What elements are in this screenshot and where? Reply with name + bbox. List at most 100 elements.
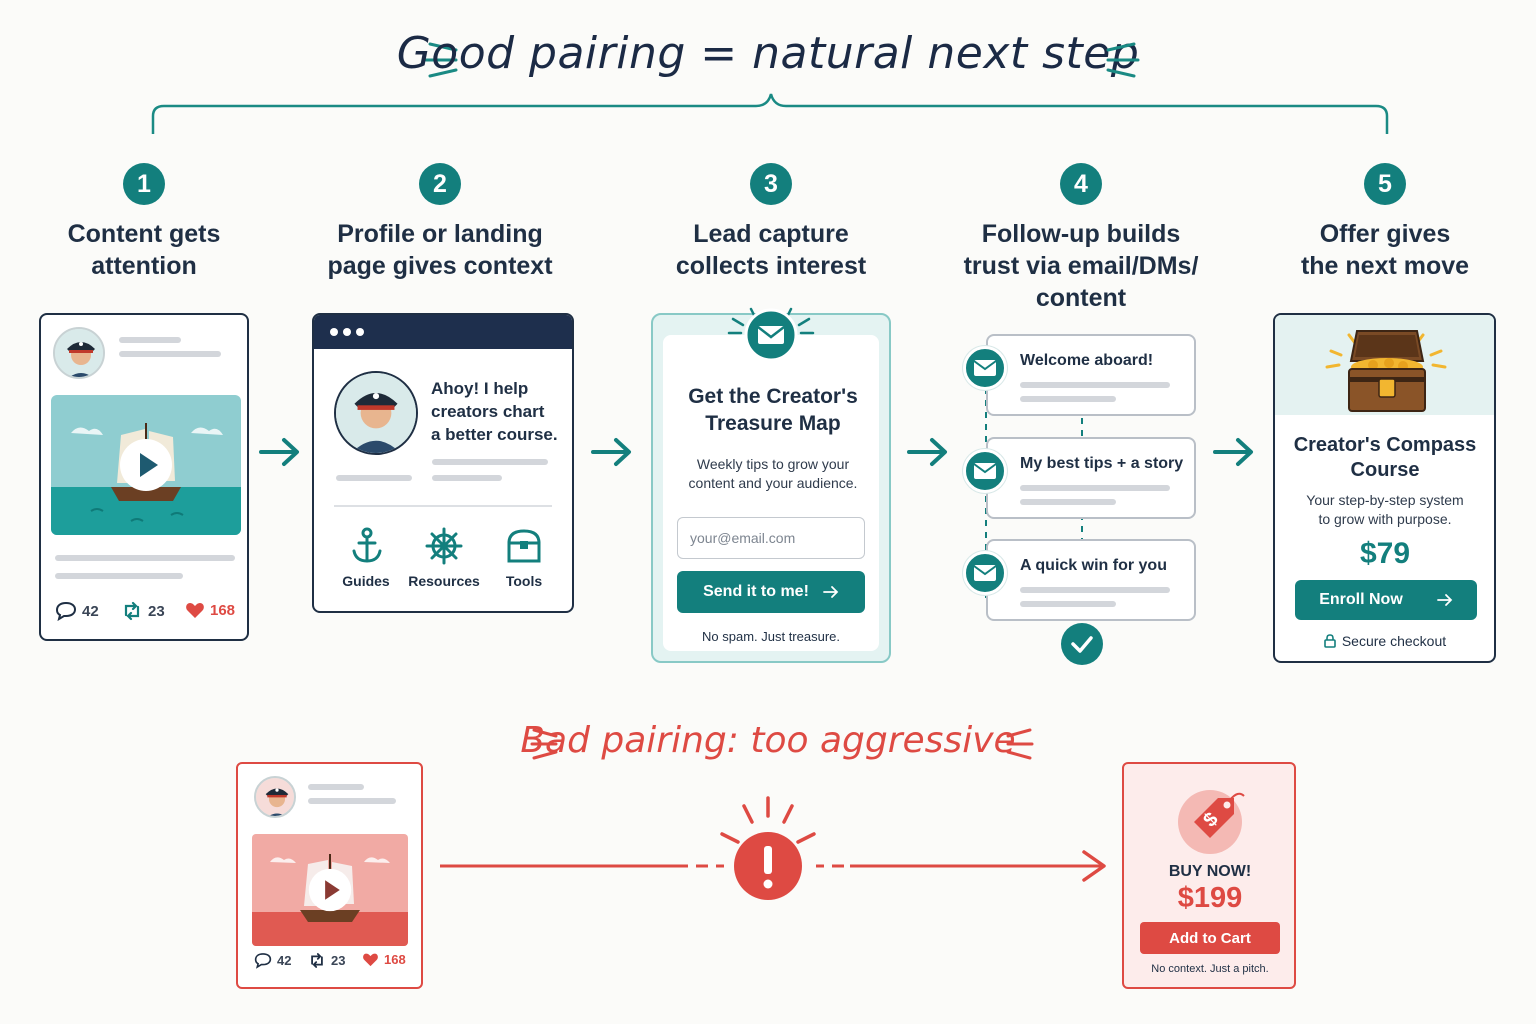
lead-title: Get the Creator's Treasure Map <box>688 385 858 435</box>
video-thumbnail[interactable] <box>51 395 241 535</box>
bad-title-right-sparkle-icon <box>1006 728 1034 760</box>
comment-count[interactable]: 42 <box>55 601 99 621</box>
pirate-avatar-icon <box>55 329 103 377</box>
treasure-chest-icon <box>507 529 541 563</box>
like-count-value: 168 <box>384 952 406 967</box>
play-button-icon[interactable] <box>119 438 173 492</box>
like-count[interactable]: 168 <box>185 601 235 619</box>
post-meta-line <box>119 351 221 357</box>
send-it-button-label: Send it to me! <box>703 583 809 600</box>
post-caption-line <box>55 573 183 579</box>
followup-email-card[interactable]: Welcome aboard! <box>986 334 1196 416</box>
bad-pairing-title: Bad pairing: too aggressive <box>520 720 1016 761</box>
treasure-chest-icon <box>1325 330 1447 412</box>
envelope-icon <box>963 551 1007 595</box>
step-4-number: 4 <box>1060 163 1102 205</box>
profile-line <box>432 459 548 465</box>
step-2-label: Profile or landing page gives context <box>327 220 553 280</box>
divider <box>334 505 552 507</box>
profile-avatar <box>334 371 418 455</box>
step-1-label: Content gets attention <box>67 220 221 280</box>
link-label-resources: Resources <box>408 573 480 589</box>
no-context-note: No context. Just a pitch. <box>1151 963 1269 975</box>
ship-wheel-icon <box>425 527 463 565</box>
like-count[interactable]: 168 <box>362 952 406 967</box>
like-count-value: 168 <box>210 601 236 619</box>
offer-price: $79 <box>1359 537 1411 570</box>
repost-icon <box>311 953 323 968</box>
arrow-right-icon <box>822 586 839 598</box>
avatar <box>53 327 105 379</box>
comment-count[interactable]: 42 <box>254 952 291 969</box>
social-post-card: 42 23 168 <box>39 313 249 641</box>
flow-brace <box>151 93 1389 134</box>
lead-subtitle: Weekly tips to grow your content and you… <box>688 456 858 491</box>
comment-icon <box>55 601 77 621</box>
title-right-sparkle-icon <box>1106 42 1140 78</box>
pirate-avatar-icon <box>336 373 416 453</box>
flow-arrow-icon <box>591 438 631 466</box>
lead-capture-card: Get the Creator's Treasure Map Weekly ti… <box>651 307 891 663</box>
email-field[interactable] <box>677 517 865 559</box>
step-5-label: Offer gives the next move <box>1300 220 1470 280</box>
bad-offer-price: $199 <box>1177 882 1243 914</box>
buy-now-label: BUY NOW! <box>1168 863 1252 880</box>
send-it-button[interactable]: Send it to me! <box>677 571 865 613</box>
bad-social-post-card: 42 23 168 <box>236 762 423 989</box>
profile-line <box>336 475 412 481</box>
play-button-icon[interactable] <box>308 868 352 912</box>
post-author-line <box>119 337 181 343</box>
profile-link-resources[interactable]: Resources <box>404 525 484 595</box>
checkmark-icon <box>1061 623 1103 665</box>
step-3-number: 3 <box>750 163 792 205</box>
secure-checkout-label: Secure checkout <box>1341 633 1447 649</box>
profile-link-tools[interactable]: Tools <box>484 525 564 595</box>
step-3-label: Lead capture collects interest <box>675 220 867 280</box>
offer-card: Creator's Compass Course Your step-by-st… <box>1273 313 1496 663</box>
profile-page-card: Ahoy! I help creators chart a better cou… <box>312 313 574 613</box>
step-4-label: Follow-up builds trust via email/DMs/ co… <box>963 220 1199 312</box>
envelope-icon <box>963 346 1007 390</box>
flow-arrow-icon <box>259 438 299 466</box>
step-1-number: 1 <box>123 163 165 205</box>
add-to-cart-button[interactable]: Add to Cart <box>1140 922 1280 954</box>
warning-icon <box>720 796 816 900</box>
bad-video-thumbnail[interactable] <box>252 834 408 946</box>
followup-email-title: Welcome aboard! <box>1020 352 1154 369</box>
no-spam-note: No spam. Just treasure. <box>702 629 840 644</box>
link-label-tools: Tools <box>505 573 543 589</box>
followup-email-card[interactable]: My best tips + a story <box>986 437 1196 519</box>
post-caption-line <box>55 555 235 561</box>
repost-count[interactable]: 23 <box>308 952 345 969</box>
flow-arrow-icon <box>1213 438 1253 466</box>
comment-count-value: 42 <box>277 953 292 968</box>
price-tag-icon: $ <box>1178 790 1245 854</box>
followup-email-title: A quick win for you <box>1020 557 1167 574</box>
secure-checkout: Secure checkout <box>1275 633 1495 649</box>
profile-link-guides[interactable]: Guides <box>326 525 406 595</box>
anchor-icon <box>352 527 382 563</box>
offer-title: Creator's Compass Course <box>1293 434 1477 481</box>
profile-line <box>432 475 502 481</box>
envelope-badge-icon <box>727 307 815 362</box>
comment-icon <box>254 953 272 969</box>
arrow-right-icon <box>1436 594 1453 606</box>
lock-icon <box>1324 634 1336 648</box>
step-5-number: 5 <box>1364 163 1406 205</box>
followup-email-title: My best tips + a story <box>1020 455 1184 472</box>
repost-icon <box>124 601 140 621</box>
profile-bio: Ahoy! I help creators chart a better cou… <box>431 379 558 444</box>
followup-email-card[interactable]: A quick win for you <box>986 539 1196 621</box>
comment-count-value: 42 <box>82 602 99 620</box>
avatar <box>254 776 296 818</box>
flow-arrow-icon <box>907 438 947 466</box>
heart-icon <box>186 603 204 618</box>
bad-offer-card: $ BUY NOW! $199 Add to Cart No context. … <box>1122 762 1296 989</box>
title-left-sparkle-icon <box>424 42 458 78</box>
bad-title-left-sparkle-icon <box>530 728 558 760</box>
envelope-icon <box>963 449 1007 493</box>
browser-bar <box>314 315 572 349</box>
pirate-avatar-icon <box>256 778 294 816</box>
enroll-now-button[interactable]: Enroll Now <box>1295 580 1477 620</box>
repost-count[interactable]: 23 <box>121 601 165 621</box>
